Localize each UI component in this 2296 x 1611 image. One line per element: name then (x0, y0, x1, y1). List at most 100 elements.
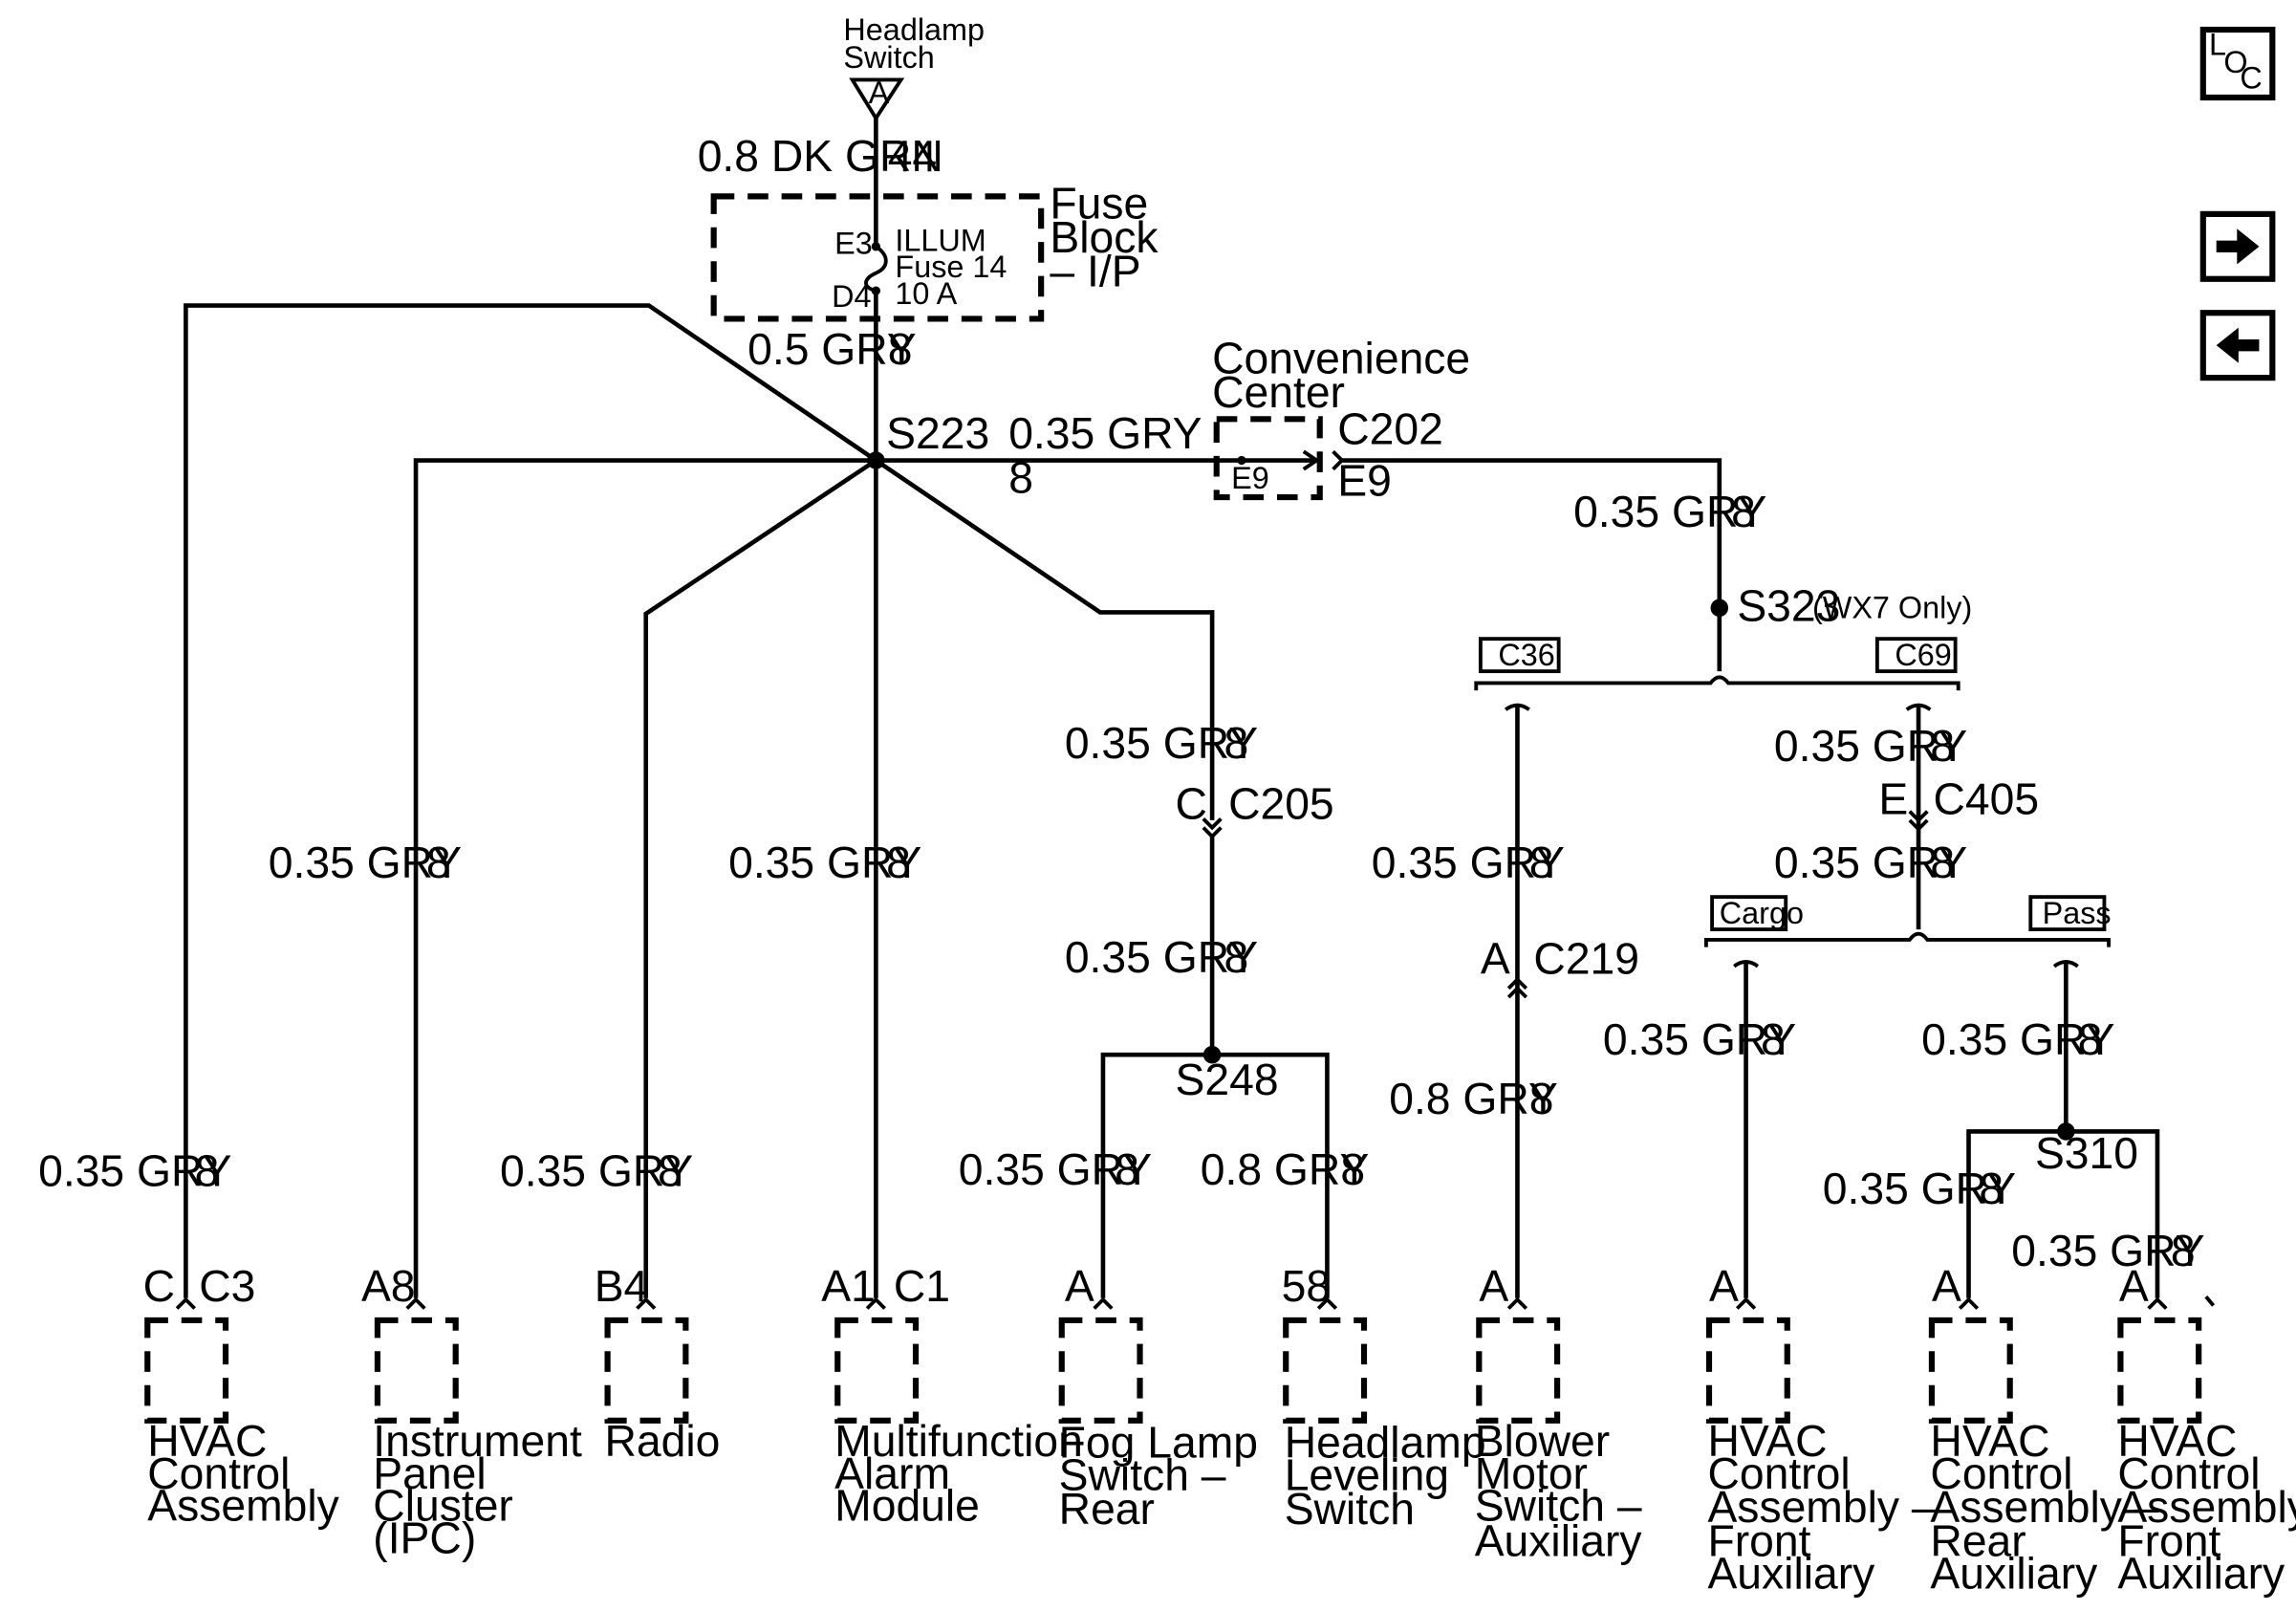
component-name-2: Control (1930, 1448, 2072, 1498)
option-c69-label: C69 (1895, 638, 1951, 672)
component-wire-gauge: 0.35 GRY (959, 1144, 1152, 1194)
option-c36-label: C36 (1498, 638, 1554, 672)
locator-letter-o: O (2223, 45, 2247, 79)
wire-s248-branches (1100, 1052, 1330, 1298)
component-name-1: HVAC (2117, 1416, 2237, 1466)
convenience-center: Convenience Center E9 C202 E9 (1212, 333, 1470, 505)
component-wire-circuit: 8 (1115, 1144, 1139, 1194)
c405-label: C405 (1933, 774, 2039, 824)
convenience-center-outline (1213, 416, 1323, 501)
component-name-2: Motor (1475, 1448, 1588, 1498)
convenience-center-label-2: Center (1212, 367, 1345, 417)
component-wire-gauge: 0.35 GRY (38, 1146, 231, 1196)
component-name-2: Control (147, 1448, 290, 1498)
option-c36-box (1478, 637, 1561, 674)
c405-pin: E (1878, 774, 1908, 824)
component-wire-circuit: 8 (426, 838, 451, 887)
component-hvac-front-auxiliary-pass: 0.35 GRY 8 A HVAC Control Assembly – Fro… (2011, 1226, 2296, 1599)
locator-letter-c: C (2240, 61, 2262, 96)
component-name-3: Switch – (1475, 1481, 1642, 1531)
component-radio: 0.35 GRY 8 B4 Radio (500, 1146, 720, 1466)
component-name-5: Auxiliary (1930, 1549, 2098, 1599)
component-blower-motor-switch-auxiliary: A Blower Motor Switch – Auxiliary (1475, 1261, 1643, 1566)
component-wire-circuit: 8 (658, 1146, 682, 1196)
component-outline (144, 1317, 229, 1424)
component-name-2: Control (2117, 1448, 2260, 1498)
c219-above-gauge: 0.35 GRY (1372, 838, 1565, 887)
wire-ipc (413, 458, 877, 1298)
component-name-3: Rear (1059, 1484, 1155, 1534)
wire-to-c205 (875, 458, 1215, 820)
component-name-3: Cluster (373, 1481, 513, 1531)
component-name-4: Rear (1930, 1516, 2025, 1566)
component-multifunction-alarm-module: 0.35 GRY 8 A1 C1 Multifunction Alarm Mod… (728, 838, 1083, 1531)
component-hvac-rear-auxiliary: 0.35 GRY 8 A HVAC Control Assembly – Rea… (1823, 1164, 2159, 1599)
splice-s323-label: S323 (1737, 581, 1840, 631)
component-name-1: HVAC (1707, 1416, 1827, 1466)
option-pass-box (2028, 895, 2107, 932)
component-name-1: HVAC (1930, 1416, 2049, 1466)
component-name-4: Auxiliary (1475, 1516, 1643, 1566)
component-hvac-front-auxiliary-cargo: A HVAC Control Assembly – Front Auxiliar… (1705, 1261, 1937, 1599)
wire-radio (643, 458, 877, 1298)
component-name-1: HVAC (147, 1416, 267, 1466)
c205-label: C205 (1228, 778, 1334, 828)
option-cargo-label: Cargo (1720, 896, 1804, 930)
component-outline (1058, 1317, 1143, 1424)
option-cargo-box (1710, 895, 1788, 932)
c405-above-gauge: 0.35 GRY (1774, 721, 1967, 771)
component-pin: A (2119, 1261, 2149, 1311)
component-name-1: Radio (605, 1416, 721, 1466)
next-page-button[interactable] (2199, 210, 2276, 282)
arrow-left-icon (2216, 327, 2260, 363)
component-name-5: Auxiliary (2117, 1549, 2285, 1599)
component-wire-gauge: 0.35 GRY (728, 838, 921, 887)
component-instrument-panel-cluster: 0.35 GRY 8 A8 Instrument Panel Cluster (… (269, 838, 582, 1563)
component-pin-icon (175, 1296, 197, 1310)
c405-connector-icon-2 (1908, 818, 1929, 832)
option-pass-label: Pass (2043, 896, 2112, 930)
c202-label: C202 (1337, 404, 1443, 454)
locator-letter-l: L (2209, 27, 2226, 61)
component-pin-icon (865, 1296, 886, 1310)
component-pin: C (143, 1261, 175, 1311)
component-wire-gauge: 0.35 GRY (1823, 1164, 2016, 1213)
component-pin-icon (1316, 1296, 1338, 1310)
locator-button-frame[interactable] (2199, 26, 2276, 101)
prev-page-button[interactable] (2199, 310, 2276, 381)
fuse-pin-in: E3 (834, 227, 873, 261)
fuse-block-name-3: – I/P (1050, 246, 1140, 295)
component-tick-mark (2204, 1295, 2216, 1307)
component-connector: C3 (199, 1261, 255, 1311)
component-pin-icon (636, 1296, 657, 1310)
c205-above-gauge: 0.35 GRY (1065, 718, 1258, 768)
c205-below-circuit: 8 (1224, 932, 1248, 982)
fuse-block-name-2: Block (1050, 212, 1159, 262)
c405-below-circuit: 8 (1930, 838, 1955, 887)
component-pin-icon (405, 1296, 426, 1310)
component-pin: A8 (361, 1261, 416, 1311)
c219-connector-icon (1506, 976, 1528, 991)
c202-pin: E9 (1337, 456, 1392, 506)
component-outline (1705, 1317, 1790, 1424)
component-pin-icon (1958, 1296, 1980, 1310)
c405-above-circuit: 8 (1930, 721, 1955, 771)
cargo-gauge: 0.35 GRY (1603, 1014, 1796, 1064)
c219-pin: A (1481, 933, 1510, 983)
component-outline (834, 1317, 920, 1424)
c405-connector-icon (1908, 810, 1929, 823)
component-name-4: Front (2117, 1516, 2220, 1566)
component-outline (374, 1317, 459, 1424)
component-name-3: Assembly – (1707, 1482, 1936, 1532)
component-pin: A (1065, 1261, 1094, 1311)
component-outline (1928, 1317, 2013, 1424)
locator-button[interactable]: L O C (2199, 26, 2276, 101)
component-name-2: Leveling (1285, 1449, 1449, 1499)
c219-connector-icon-2 (1506, 986, 1528, 999)
component-name-2: Panel (373, 1448, 486, 1498)
component-wire-gauge: 0.35 GRY (269, 838, 462, 887)
component-name-1: Multifunction (834, 1416, 1083, 1466)
source-label-line2: Switch (843, 40, 934, 75)
component-wire-gauge: 0.35 GRY (2011, 1226, 2204, 1275)
